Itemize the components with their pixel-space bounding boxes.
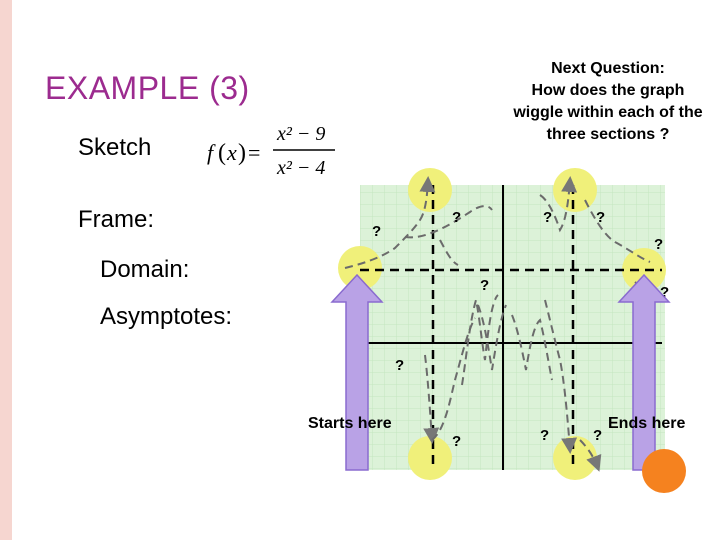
highlight-circle [408, 436, 452, 480]
question-mark: ? [543, 209, 552, 226]
frame-label: Frame: [78, 206, 155, 233]
end-marker-dot [642, 449, 686, 493]
ends-here-caption: Ends here [608, 415, 685, 432]
svg-text:(: ( [218, 140, 226, 166]
question-mark: ? [593, 427, 602, 444]
sketch-label: Sketch [78, 134, 152, 161]
start-arrow [330, 273, 384, 471]
question-mark: ? [654, 236, 663, 253]
graph-grid-area [360, 185, 665, 470]
asymptotes-label: Asymptotes: [100, 303, 233, 330]
highlight-circle [338, 246, 382, 290]
formula-denominator: x² − 4 [276, 157, 325, 179]
function-formula: f ( x ) = x² − 9 x² − 4 [205, 118, 345, 187]
question-mark: ? [372, 223, 381, 240]
formula-variable: x [226, 140, 237, 165]
question-mark: ? [660, 284, 669, 301]
starts-here-caption: Starts here [308, 415, 392, 432]
highlight-circle [553, 168, 597, 212]
question-mark: ? [480, 277, 489, 294]
left-decorative-stripe [0, 0, 12, 540]
formula-function-name: f [207, 140, 216, 165]
question-mark: ? [596, 209, 605, 226]
question-mark: ? [452, 209, 461, 226]
domain-label: Domain: [100, 256, 190, 283]
highlight-circle [622, 248, 666, 292]
question-mark: ? [540, 427, 549, 444]
question-mark: ? [395, 357, 404, 374]
formula-numerator: x² − 9 [276, 123, 325, 145]
highlight-circle [553, 436, 597, 480]
slide-title: EXAMPLE (3) [45, 70, 250, 106]
next-question-note: Next Question: How does the graph wiggle… [513, 60, 703, 143]
svg-text:): ) [238, 140, 246, 166]
question-mark: ? [452, 433, 461, 450]
highlight-circle [408, 168, 452, 212]
svg-text:=: = [248, 140, 260, 165]
